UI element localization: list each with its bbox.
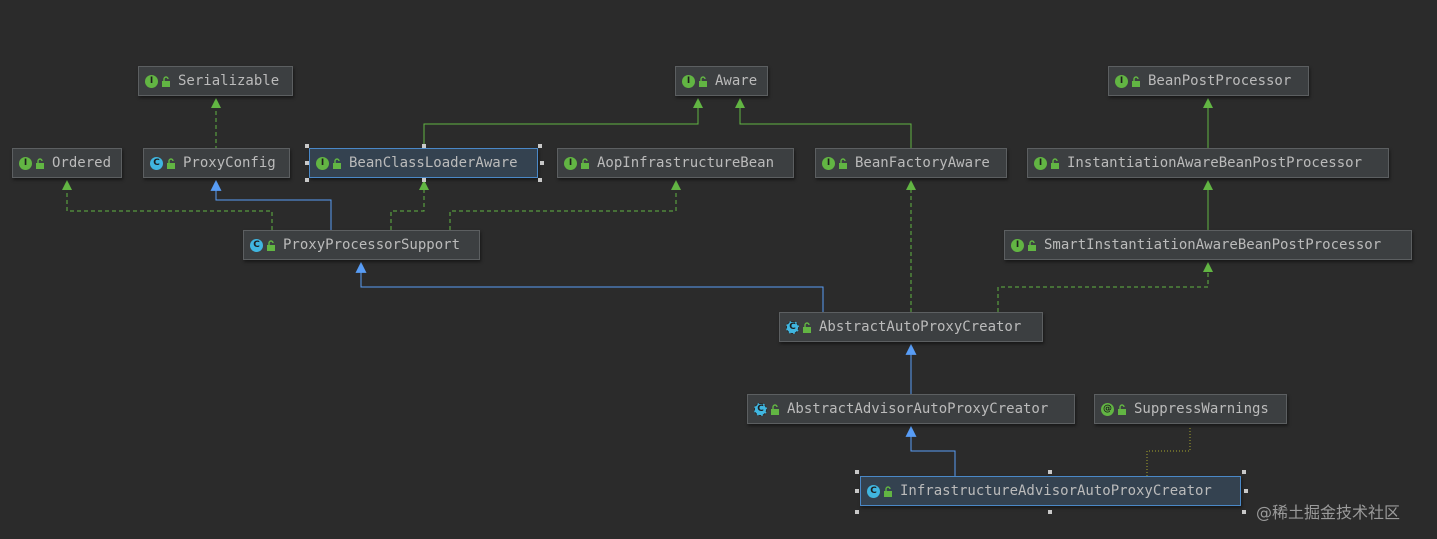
public-lock-icon (166, 157, 177, 169)
interface-type-icon: I (682, 74, 695, 88)
public-lock-icon (838, 157, 849, 169)
public-lock-icon (1117, 403, 1128, 415)
edge-abstractautoproxycreator-smartinstantiation (997, 262, 1213, 312)
public-lock-icon (698, 75, 709, 87)
selection-handle[interactable] (1242, 470, 1246, 474)
annotation-type-icon: @ (1101, 402, 1114, 416)
class-node-instantiationawarebeanpostprocessor[interactable]: I InstantiationAwareBeanPostProcessor (1027, 148, 1389, 178)
class-node-serializable[interactable]: I Serializable (138, 66, 293, 96)
interface-type-icon: I (145, 74, 158, 88)
public-lock-icon (266, 239, 277, 251)
edge-abstractautoproxycreator-proxyprocessorsupport (355, 261, 824, 312)
interface-type-icon: I (564, 156, 577, 170)
class-name-label: SuppressWarnings (1134, 401, 1269, 417)
class-node-proxyprocessorsupport[interactable]: C ProxyProcessorSupport (243, 230, 480, 260)
class-name-label: BeanPostProcessor (1148, 73, 1292, 89)
public-lock-icon (35, 157, 46, 169)
selection-handle[interactable] (855, 470, 859, 474)
selection-handle[interactable] (305, 144, 309, 148)
class-node-ordered[interactable]: I Ordered (12, 148, 122, 178)
selection-handle[interactable] (1244, 489, 1248, 493)
public-lock-icon (883, 485, 894, 497)
class-name-label: AopInfrastructureBean (597, 155, 775, 171)
abstract-type-icon: C (786, 320, 799, 334)
selection-handle[interactable] (855, 489, 859, 493)
watermark: @稀土掘金技术社区 (1256, 503, 1401, 522)
class-name-label: InfrastructureAdvisorAutoProxyCreator (900, 483, 1212, 499)
class-name-label: AbstractAutoProxyCreator (819, 319, 1022, 335)
public-lock-icon (802, 321, 813, 333)
public-lock-icon (770, 403, 781, 415)
class-node-beanfactoryaware[interactable]: I BeanFactoryAware (815, 148, 1007, 178)
selection-handle[interactable] (422, 178, 426, 182)
selection-handle[interactable] (305, 178, 309, 182)
edge-beanfactoryaware-aware (735, 98, 912, 149)
selection-handle[interactable] (855, 510, 859, 514)
public-lock-icon (161, 75, 172, 87)
public-lock-icon (580, 157, 591, 169)
class-name-label: BeanClassLoaderAware (349, 155, 518, 171)
selection-handle[interactable] (538, 144, 542, 148)
class-node-suppresswarnings[interactable]: @ SuppressWarnings (1094, 394, 1287, 424)
class-node-smartinstantiationawarebeanpostprocessor[interactable]: I SmartInstantiationAwareBeanPostProcesso… (1004, 230, 1412, 260)
class-name-label: Serializable (178, 73, 280, 89)
class-node-aware[interactable]: I Aware (675, 66, 768, 96)
public-lock-icon (1027, 239, 1038, 251)
selection-handle[interactable] (538, 178, 542, 182)
edge-proxyprocessorsupport-beanclassloaderaware (390, 180, 429, 230)
selection-handle[interactable] (305, 161, 309, 165)
class-node-aopinfrastructurebean[interactable]: I AopInfrastructureBean (557, 148, 794, 178)
class-name-label: SmartInstantiationAwareBeanPostProcessor (1044, 237, 1382, 253)
interface-type-icon: I (19, 156, 32, 170)
selection-handle[interactable] (1048, 470, 1052, 474)
public-lock-icon (1131, 75, 1142, 87)
class-name-label: Ordered (52, 155, 112, 171)
edge-proxyprocessorsupport-proxyconfig (210, 179, 332, 230)
interface-type-icon: I (1034, 156, 1047, 170)
selection-handle[interactable] (1242, 510, 1246, 514)
interface-type-icon: I (1115, 74, 1128, 88)
edge-infrastructure-abstractadvisor (905, 425, 956, 476)
interface-type-icon: I (822, 156, 835, 170)
class-name-label: ProxyConfig (183, 155, 276, 171)
class-node-beanclassloaderaware[interactable]: I BeanClassLoaderAware (309, 148, 538, 178)
edge-proxyprocessorsupport-ordered (62, 180, 273, 230)
class-node-infrastructureadvisorautoproxycreator[interactable]: C InfrastructureAdvisorAutoProxyCreator (860, 476, 1241, 506)
public-lock-icon (1050, 157, 1061, 169)
abstract-type-icon: C (754, 402, 767, 416)
class-type-icon: C (150, 156, 163, 170)
class-name-label: BeanFactoryAware (855, 155, 990, 171)
class-node-proxyconfig[interactable]: C ProxyConfig (143, 148, 290, 178)
class-type-icon: C (867, 484, 880, 498)
interface-type-icon: I (1011, 238, 1024, 252)
edge-beanclassloaderaware-aware (423, 98, 703, 149)
selection-handle[interactable] (422, 144, 426, 148)
selection-handle[interactable] (1048, 510, 1052, 514)
class-node-beanpostprocessor[interactable]: I BeanPostProcessor (1108, 66, 1309, 96)
class-name-label: InstantiationAwareBeanPostProcessor (1067, 155, 1363, 171)
selection-handle[interactable] (540, 161, 544, 165)
public-lock-icon (332, 157, 343, 169)
class-name-label: Aware (715, 73, 758, 89)
interface-type-icon: I (316, 156, 329, 170)
edge-proxyprocessorsupport-aopinfrastructurebean (449, 180, 681, 230)
class-node-abstractautoproxycreator[interactable]: C AbstractAutoProxyCreator (779, 312, 1043, 342)
edge-infrastructure-suppresswarnings (1146, 427, 1191, 476)
class-name-label: ProxyProcessorSupport (283, 237, 461, 253)
class-name-label: AbstractAdvisorAutoProxyCreator (787, 401, 1049, 417)
class-type-icon: C (250, 238, 263, 252)
class-node-abstractadvisorautoproxycreator[interactable]: C AbstractAdvisorAutoProxyCreator (747, 394, 1075, 424)
